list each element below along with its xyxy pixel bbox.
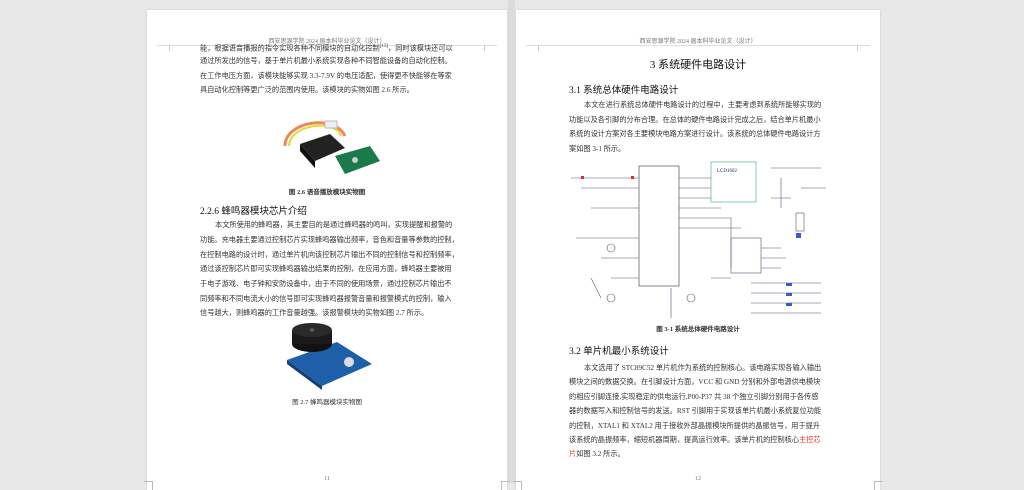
section-heading: 3.1 系统总体硬件电路设计: [569, 86, 679, 96]
highlighted-text: 主控芯: [799, 436, 821, 444]
text-line: 本文在进行系统总体硬件电路设计的过程中，主要考虑到系统所能够实现的: [584, 101, 822, 109]
corner-mark: [513, 481, 522, 490]
section-heading: 3.2 单片机最小系统设计: [569, 347, 669, 357]
circuit-schematic: LCD1602: [571, 161, 826, 318]
figure-caption: 图 3-1 系统总体硬件电路设计: [656, 326, 740, 333]
chapter-title: 3 系统硬件电路设计: [649, 59, 747, 71]
header-corner-marks: [169, 45, 485, 51]
text-line: 的相应引脚连接,实现稳定的供电运行,P00-P37 共 38 个独立引脚分别用于…: [569, 393, 819, 401]
voice-module-photo: [283, 120, 380, 174]
highlighted-text: 片: [569, 450, 577, 458]
text-line: 模块之间的数据交换。在引脚设计方面，VCC 和 GND 分别和外部电源供电模块: [569, 378, 821, 386]
text-line: 系统的设计方案对各主要模块电路方案进行设计。该系统的总体硬件电路设计方: [569, 130, 821, 138]
text-line: 本文选用了 STC89C52 单片机作为系统的控制核心。该电路实现各输入输出: [584, 364, 822, 372]
header-rule: [526, 45, 870, 46]
text-line: 在控制电路的设计时，通过单片机向该控制芯片输出不同的控制信号和控制频率，: [200, 251, 459, 259]
section-heading: 2.2.6 蜂鸣器模块芯片介绍: [200, 207, 307, 217]
buzzer-module-photo: [287, 323, 372, 390]
corner-mark: [144, 481, 153, 490]
text-line: 案如图 3-1 所示。: [569, 145, 626, 153]
text-line: 片如图 3.2 所示。: [569, 450, 625, 458]
page-number: 12: [695, 476, 701, 482]
text-line: 同频率和不同电流大小的信号即可实现蜂鸣器报警音量和报警模式的控制，输入: [200, 295, 452, 303]
header-corner-marks: [538, 45, 858, 51]
text-line: 功能。充电器主要通过控制芯片实现蜂鸣器输出频率，音色和音量等参数的控制，: [200, 236, 459, 244]
document-page-11: 西安思源学院 2024 届本科毕业论文（设计） 能，根据语音播报的指令实现各种不…: [144, 10, 510, 490]
text-line: 于电子游戏、电子钟和安防设备中，由于不同的使用场景，通过控制芯片输出不: [200, 280, 452, 288]
page-number: 11: [324, 476, 330, 482]
figure-caption: 图 2.7 蜂鸣器模块实物图: [292, 399, 362, 406]
text-line: 的控制，XTAL1 和 XTAL2 用于接收外部晶振模块所提供的晶振信号，用于提…: [569, 422, 821, 430]
text-line: 该系统的晶振频率，缩短机器周期，提高运行效率。该单片机的控制核心主控芯: [569, 436, 821, 444]
text-line: 通过该控制芯片即可实现蜂鸣器输出结果的控制，在应用方面，蜂鸣器主要被用: [200, 265, 452, 273]
figure-caption: 图 2.6 语音播放模块实物图: [288, 189, 366, 196]
page-header: 西安思源学院 2024 届本科毕业论文（设计）: [268, 39, 386, 45]
corner-mark: [501, 481, 510, 490]
text-line: 在工作电压方面，该模块能够实现 3.3-7.9V 的电压适配，使得更不快能够在等…: [200, 72, 452, 80]
page-gap: [508, 0, 515, 483]
text-line: 能，根据语音播报的指令实现各种不同模块的自动化控制[13]，同时该模块还可以: [200, 44, 453, 53]
text-line: 功能以及各引脚的分布合理。在总体的硬件电路设计完成之后，结合单片机最小: [569, 116, 821, 124]
header-rule: [157, 45, 497, 46]
corner-mark: [874, 481, 883, 490]
text-line: 器的数据写入和控制信号的发送。RST 引脚用于实现该单片机最小系统复位功能: [569, 407, 822, 415]
page-header: 西安思源学院 2024 届本科毕业论文（设计）: [639, 39, 757, 45]
text-line: 信号越大，则蜂鸣器的工作音量越强。该报警模块的实物如图 2.7 所示。: [200, 309, 429, 317]
text-line: 具自动化控制等更广泛的范围内使用。该模块的实物如图 2.6 所示。: [200, 86, 414, 94]
document-page-12: 西安思源学院 2024 届本科毕业论文（设计） 3 系统硬件电路设计 3.1 系…: [513, 10, 883, 490]
text-line: 通过所发出的信号，基于单片机最小系统实现各种不同智能设备的自动化控制。: [200, 57, 452, 65]
lcd-label: LCD1602: [717, 169, 738, 174]
text-line: 本文所使用的蜂鸣器，其主要目的是通过蜂鸣器的鸣叫，实现提醒和报警的: [215, 221, 453, 229]
citation: [13]: [379, 44, 389, 49]
